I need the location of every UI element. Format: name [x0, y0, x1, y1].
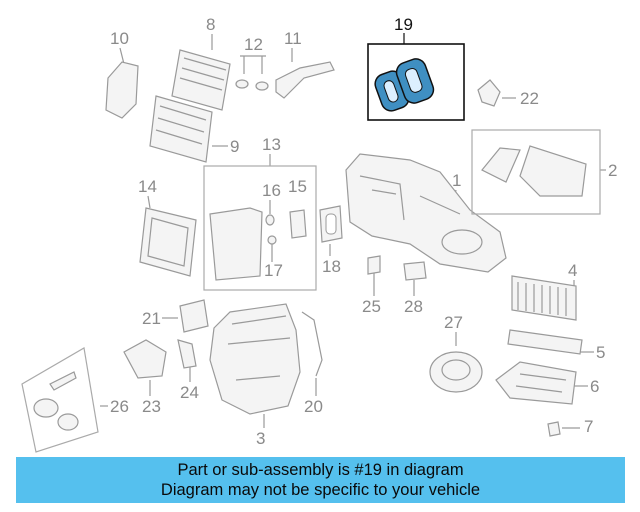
callout-17: 17	[264, 261, 283, 280]
info-banner: Part or sub-assembly is #19 in diagram D…	[16, 457, 625, 503]
banner-line-1: Part or sub-assembly is #19 in diagram	[177, 461, 464, 479]
part-10: 10	[105, 29, 139, 119]
callout-16: 16	[262, 181, 281, 200]
part-8: 8	[171, 15, 231, 111]
part-19-seal-icon	[374, 58, 435, 112]
part-24: 24	[177, 339, 199, 402]
callout-1: 1	[452, 171, 461, 190]
part-5: 5	[507, 329, 605, 362]
callout-6: 6	[590, 377, 599, 396]
part-12: 12	[235, 35, 269, 91]
callout-13: 13	[262, 135, 281, 154]
callout-7: 7	[584, 417, 593, 436]
callout-12: 12	[244, 35, 263, 54]
part-7: 7	[547, 417, 593, 437]
callout-10: 10	[110, 29, 129, 48]
callout-25: 25	[362, 297, 381, 316]
callout-22: 22	[520, 89, 539, 108]
part-20: 20	[301, 311, 323, 416]
callout-26: 26	[110, 397, 129, 416]
callout-3: 3	[256, 429, 265, 448]
part-1: 1	[345, 153, 507, 273]
callout-8: 8	[206, 15, 215, 34]
part-21: 21	[142, 299, 209, 333]
part-3: 3	[209, 303, 301, 448]
callout-5: 5	[596, 343, 605, 362]
group-26: 26	[21, 347, 129, 453]
part-18: 18	[319, 205, 343, 276]
part-27: 27	[429, 313, 483, 393]
group-13: 13 16 15 17	[203, 135, 317, 291]
callout-27: 27	[444, 313, 463, 332]
part-4: 4	[511, 261, 577, 321]
part-19-group[interactable]: 19	[367, 15, 465, 121]
part-22: 22	[477, 79, 539, 108]
callout-2: 2	[608, 161, 617, 180]
part-9: 9	[149, 95, 239, 163]
part-28: 28	[403, 261, 427, 316]
part-23: 23	[123, 339, 167, 416]
callout-14: 14	[138, 177, 157, 196]
callout-15: 15	[288, 177, 307, 196]
callout-21: 21	[142, 309, 161, 328]
part-6: 6	[495, 361, 599, 405]
callout-23: 23	[142, 397, 161, 416]
part-2: 2	[471, 129, 617, 215]
banner-line-2: Diagram may not be specific to your vehi…	[160, 481, 481, 499]
callout-24: 24	[180, 383, 199, 402]
callout-28: 28	[404, 297, 423, 316]
callout-20: 20	[304, 397, 323, 416]
part-11: 11	[275, 29, 335, 99]
part-25: 25	[362, 255, 381, 316]
callout-9: 9	[230, 137, 239, 156]
callout-4: 4	[568, 261, 577, 280]
callout-19: 19	[394, 15, 413, 34]
callout-18: 18	[322, 257, 341, 276]
callout-11: 11	[284, 29, 302, 48]
part-14: 14	[138, 177, 197, 277]
